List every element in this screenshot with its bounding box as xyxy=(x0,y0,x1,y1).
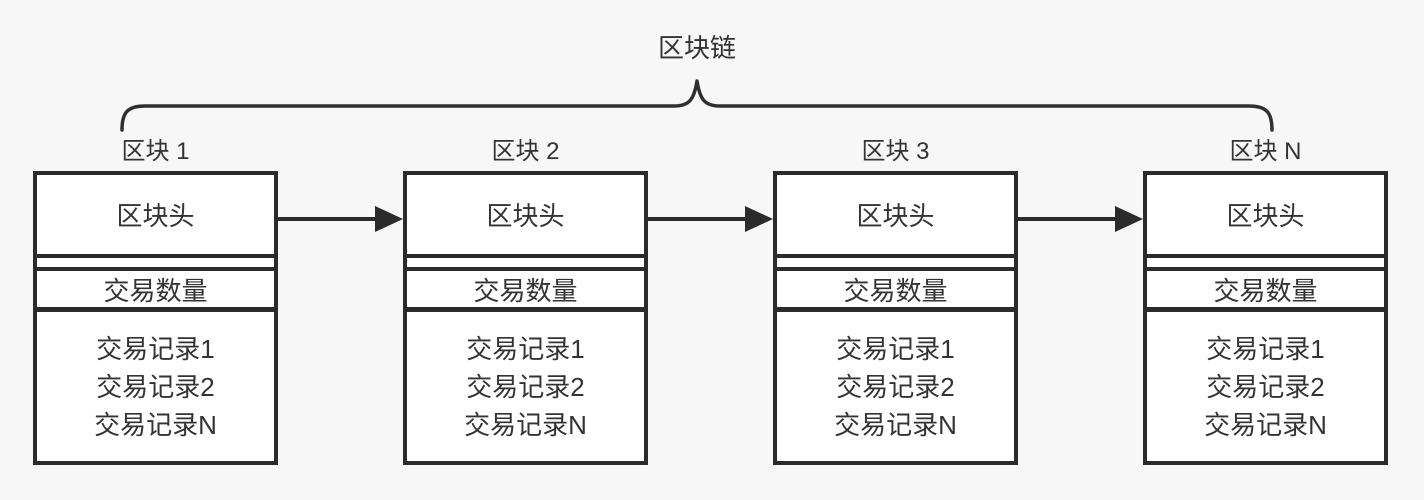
arrow-head-icon xyxy=(1115,206,1143,232)
chain-title: 区块链 xyxy=(657,33,737,63)
arrow-head-icon xyxy=(375,206,403,232)
tx-record: 交易记录2 xyxy=(836,371,955,402)
block-1: 区块 1 区块头 交易数量 交易记录1 交易记录2 交易记录N xyxy=(33,136,278,465)
block-box: 区块头 交易数量 交易记录1 交易记录2 交易记录N xyxy=(1143,171,1388,465)
tx-count-section: 交易数量 xyxy=(1147,267,1384,312)
block-header-section: 区块头 xyxy=(407,175,644,258)
tx-count-section: 交易数量 xyxy=(777,267,1014,312)
block-3: 区块 3 区块头 交易数量 交易记录1 交易记录2 交易记录N xyxy=(773,136,1018,465)
section-divider-gap xyxy=(37,258,274,267)
tx-records-section: 交易记录1 交易记录2 交易记录N xyxy=(777,312,1014,461)
arrow-head-icon xyxy=(745,206,773,232)
tx-record: 交易记录1 xyxy=(96,333,215,364)
tx-record: 交易记录1 xyxy=(1206,333,1325,364)
block-box: 区块头 交易数量 交易记录1 交易记录2 交易记录N xyxy=(403,171,648,465)
block-box: 区块头 交易数量 交易记录1 交易记录2 交易记录N xyxy=(33,171,278,465)
block-header-section: 区块头 xyxy=(777,175,1014,258)
section-divider-gap xyxy=(1147,258,1384,267)
section-divider-gap xyxy=(407,258,644,267)
arrow-line xyxy=(278,217,377,221)
tx-records-section: 交易记录1 交易记录2 交易记录N xyxy=(37,312,274,461)
tx-record: 交易记录N xyxy=(94,409,217,440)
tx-count-section: 交易数量 xyxy=(407,267,644,312)
tx-record: 交易记录N xyxy=(1204,409,1327,440)
block-title: 区块 3 xyxy=(861,138,930,165)
block-2: 区块 2 区块头 交易数量 交易记录1 交易记录2 交易记录N xyxy=(403,136,648,465)
block-header-section: 区块头 xyxy=(37,175,274,258)
block-header-section: 区块头 xyxy=(1147,175,1384,258)
link-arrow-icon xyxy=(278,206,403,232)
link-arrow-icon xyxy=(1018,206,1143,232)
block-title: 区块 1 xyxy=(121,138,190,165)
tx-record: 交易记录2 xyxy=(1206,371,1325,402)
tx-record: 交易记录2 xyxy=(466,371,585,402)
tx-records-section: 交易记录1 交易记录2 交易记录N xyxy=(1147,312,1384,461)
block-n: 区块 N 区块头 交易数量 交易记录1 交易记录2 交易记录N xyxy=(1143,136,1388,465)
tx-record: 交易记录1 xyxy=(836,333,955,364)
tx-records-section: 交易记录1 交易记录2 交易记录N xyxy=(407,312,644,461)
tx-record: 交易记录N xyxy=(464,409,587,440)
arrow-line xyxy=(648,217,747,221)
curly-brace xyxy=(120,79,1274,132)
tx-record: 交易记录N xyxy=(834,409,957,440)
block-box: 区块头 交易数量 交易记录1 交易记录2 交易记录N xyxy=(773,171,1018,465)
link-arrow-icon xyxy=(648,206,773,232)
block-title: 区块 2 xyxy=(491,138,560,165)
section-divider-gap xyxy=(777,258,1014,267)
block-title: 区块 N xyxy=(1229,138,1302,165)
tx-count-section: 交易数量 xyxy=(37,267,274,312)
arrow-line xyxy=(1018,217,1117,221)
tx-record: 交易记录2 xyxy=(96,371,215,402)
tx-record: 交易记录1 xyxy=(466,333,585,364)
